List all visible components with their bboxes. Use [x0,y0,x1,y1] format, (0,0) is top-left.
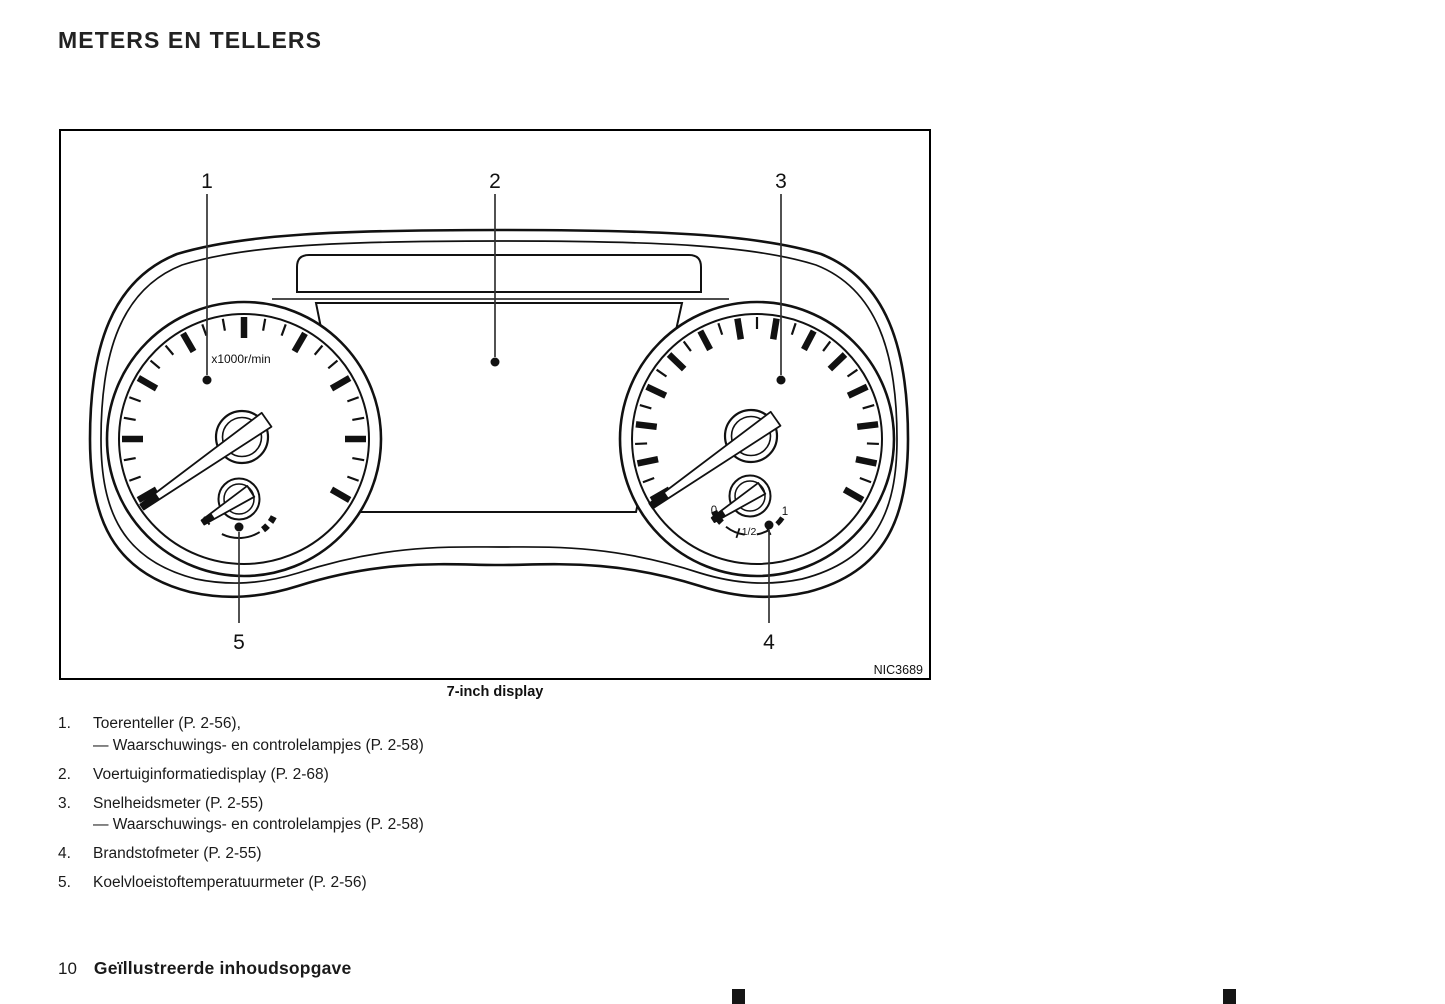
section-title: Geïllustreerde inhoudsopgave [93,958,352,978]
legend-item-text: Brandstofmeter (P. 2-55) [93,845,262,862]
print-registration-mark [732,989,745,1004]
top-hood-panel [296,254,702,293]
callout-4-dot [764,520,774,530]
legend-item-2: 2. Voertuiginformatiedisplay (P. 2-68) [58,764,818,786]
figure-box: x1000r/min 0 1 1/2 [59,129,931,680]
page-number: 10 [58,959,77,978]
callout-3-number: 3 [775,170,787,193]
print-registration-mark [1223,989,1236,1004]
legend-item-text: Koelvloeistoftemperatuurmeter (P. 2-56) [93,874,367,891]
page-footer: 10 Geïllustreerde inhoudsopgave [58,958,351,979]
housing-inner-outline [100,240,898,584]
fuel-empty-label: 0 [711,505,717,517]
legend-item-subtext: — Waarschuwings- en controlelampjes (P. … [93,816,424,833]
legend-item-subtext: — Waarschuwings- en controlelampjes (P. … [93,736,424,754]
callouts: 1 2 3 5 4 [201,170,787,654]
legend-item-text: Snelheidsmeter (P. 2-55) [93,794,264,812]
callout-1-number: 1 [201,170,213,193]
fuel-gauge-labels: 0 1 1/2 [711,505,788,538]
gauge-needles [139,410,782,526]
fuel-gauge-hub-inner [734,480,766,512]
speedometer-hub-inner [730,415,772,457]
fuel-full-label: 1 [782,506,788,518]
legend-item-number: 2. [58,765,71,783]
legend-item-4: 4. Brandstofmeter (P. 2-55) [58,843,818,865]
page-title: METERS EN TELLERS [58,27,323,53]
figure-code: NIC3689 [874,663,923,677]
callout-2-number: 2 [489,170,501,193]
fuel-half-label: 1/2 [742,526,757,538]
callout-5-number: 5 [233,631,245,654]
legend-list: 1. Toerenteller (P. 2-56), — Waarschuwin… [58,713,818,901]
legend-item-1: 1. Toerenteller (P. 2-56), — Waarschuwin… [58,713,818,756]
gauge-tick-marks [122,317,879,503]
legend-item-number: 3. [58,794,71,812]
instrument-cluster-figure: x1000r/min 0 1 1/2 [88,170,923,677]
tachometer-unit-label: x1000r/min [211,352,270,366]
legend-item-text: Toerenteller (P. 2-56), [93,715,241,732]
callout-4-number: 4 [763,631,775,654]
temperature-gauge-hub-inner [223,483,255,515]
legend-item-number: 5. [58,874,71,891]
legend-item-text: Voertuiginformatiedisplay (P. 2-68) [93,765,329,783]
callout-2-dot [490,357,500,367]
callout-3-dot [776,375,786,385]
speedometer-dial [631,313,883,565]
legend-item-number: 1. [58,715,71,732]
tachometer-dial [118,313,370,565]
legend-item-5: 5. Koelvloeistoftemperatuurmeter (P. 2-5… [58,872,818,894]
tachometer-hub-inner [221,416,263,458]
legend-item-3: 3. Snelheidsmeter (P. 2-55) — Waarschuwi… [58,793,818,836]
callout-5-dot [234,522,244,532]
legend-item-number: 4. [58,845,71,862]
callout-1-dot [202,375,212,385]
figure-caption: 7-inch display [446,684,544,700]
